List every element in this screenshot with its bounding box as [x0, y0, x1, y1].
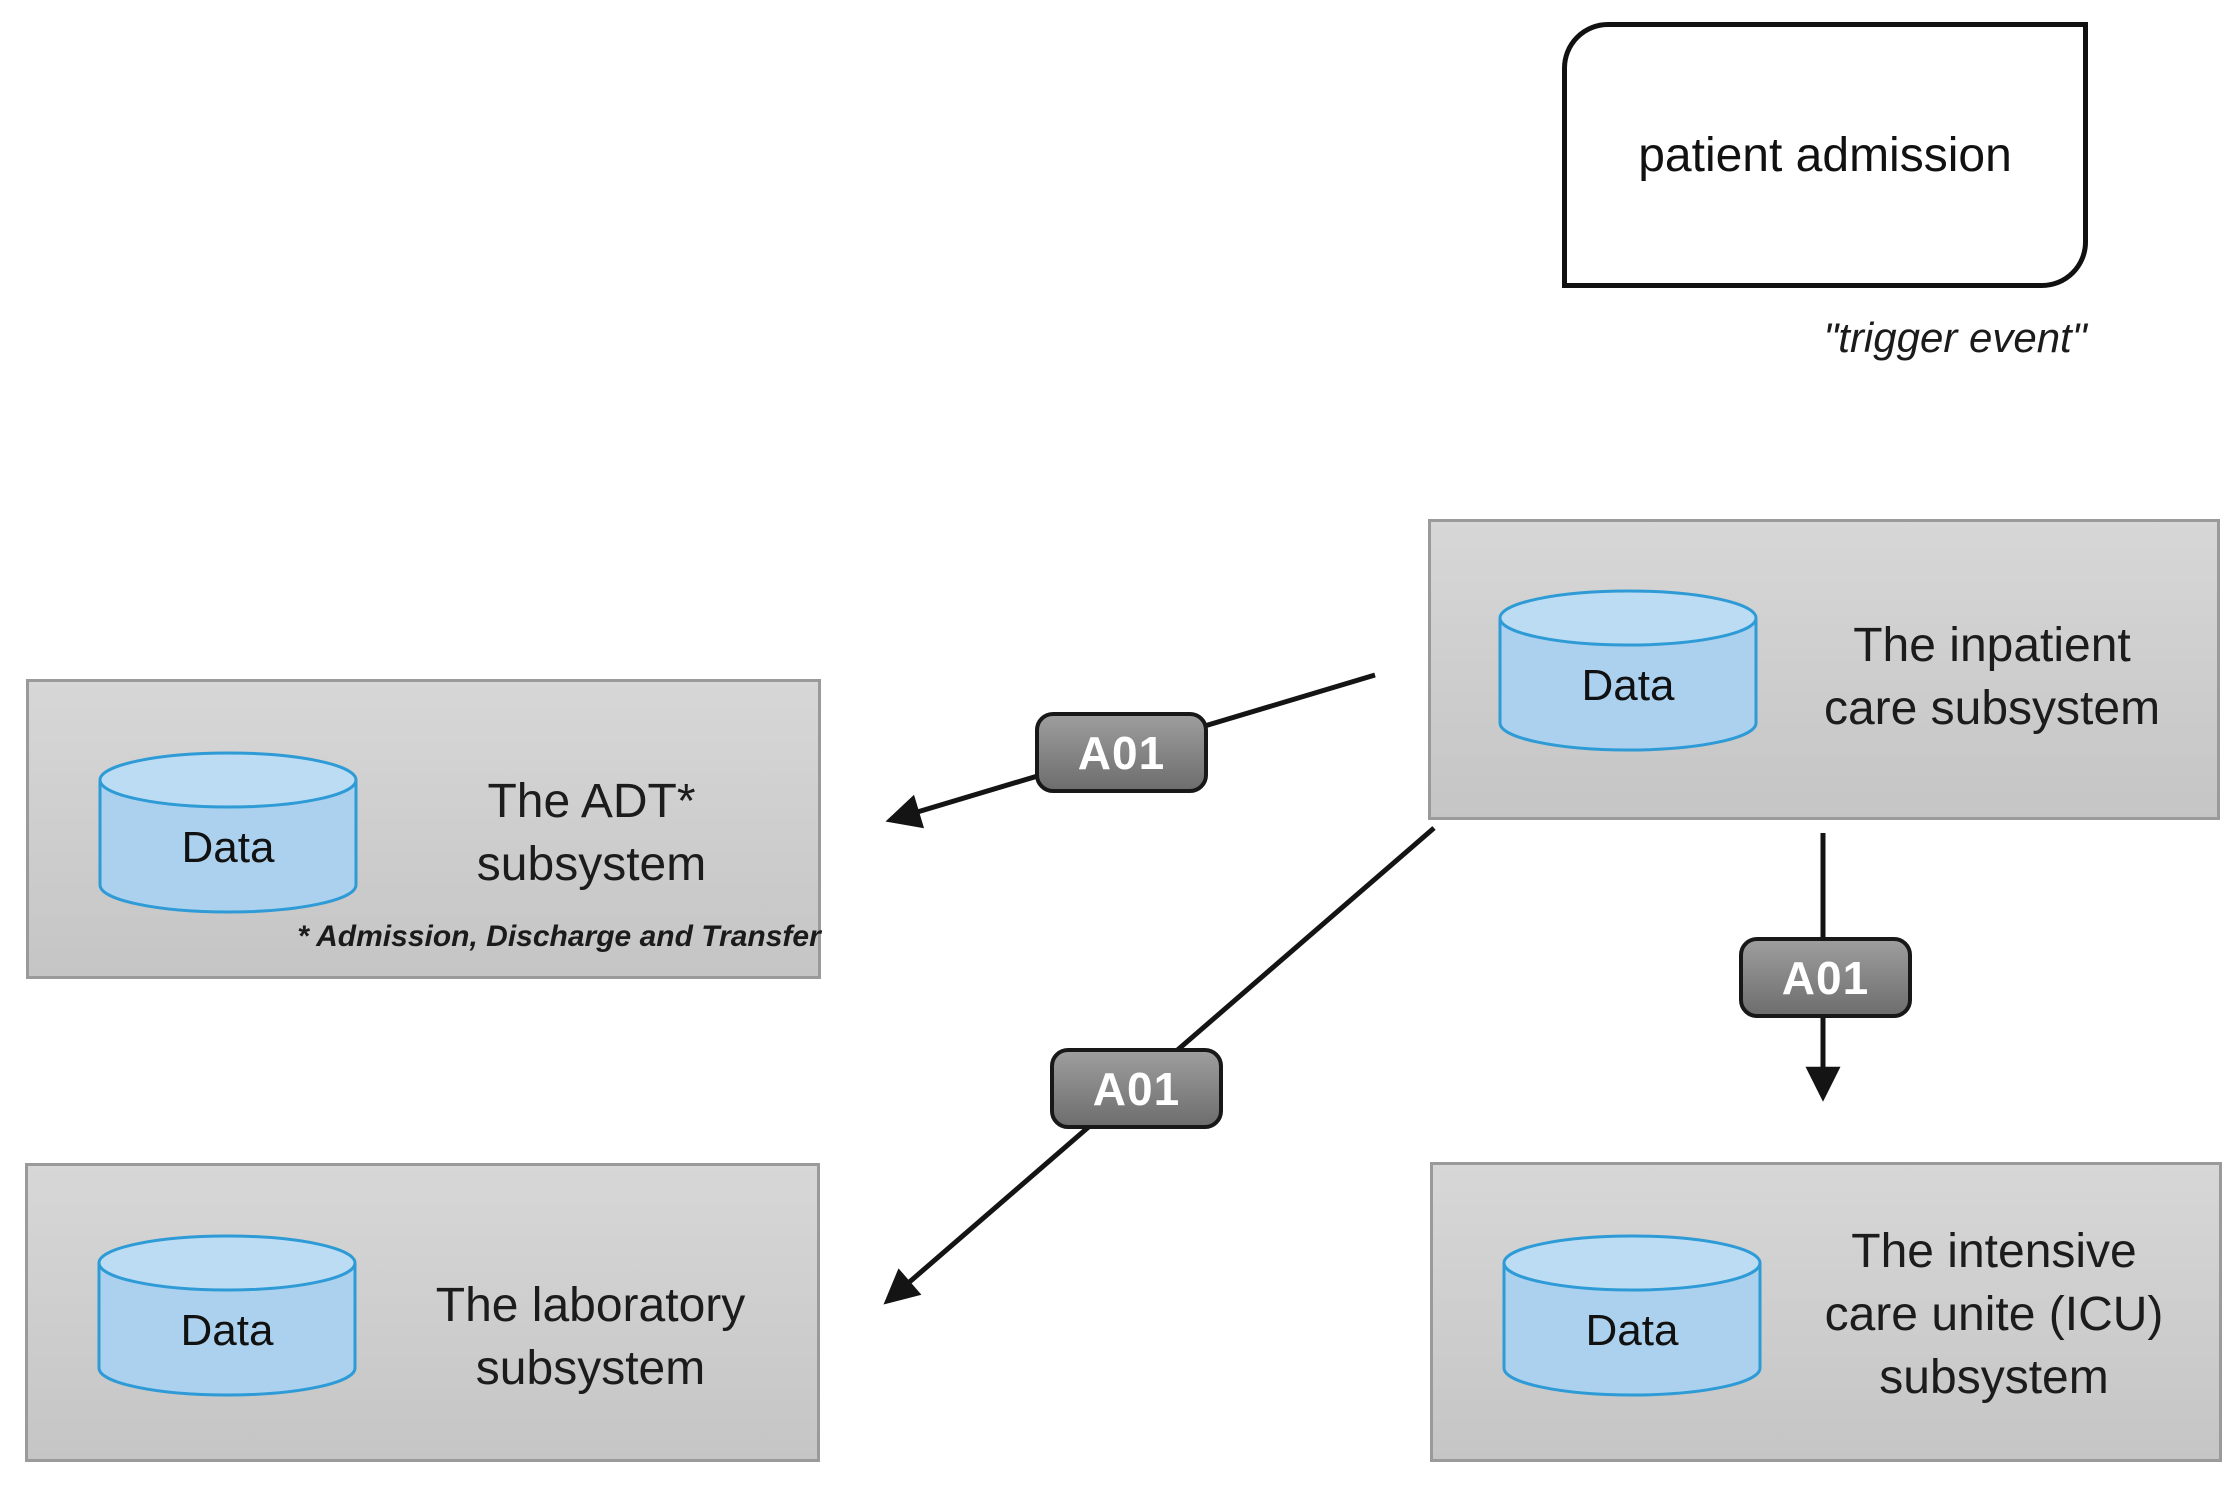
message-badge-a01-icu: A01: [1739, 937, 1912, 1018]
database-icon: Data: [95, 750, 361, 915]
adt-footnote: * Admission, Discharge and Transfer: [297, 920, 821, 953]
trigger-event-caption: "trigger event": [1823, 314, 2087, 361]
subsystem-title-laboratory: The laboratory subsystem: [358, 1274, 823, 1400]
title-line: The inpatient: [1853, 619, 2131, 672]
title-line: The intensive: [1851, 1225, 2137, 1278]
data-store-label: Data: [1581, 661, 1675, 710]
title-line: subsystem: [475, 1342, 706, 1395]
subsystem-card-adt: The ADT* subsystem * Admission, Discharg…: [26, 679, 821, 979]
title-line: care subsystem: [1823, 682, 2161, 735]
subsystem-card-icu: The intensive care unite (ICU) subsystem…: [1430, 1162, 2222, 1462]
data-store-label: Data: [1585, 1306, 1679, 1355]
trigger-event-label: patient admission: [1638, 128, 2012, 182]
subsystem-card-laboratory: The laboratory subsystem Data: [25, 1163, 820, 1462]
title-line: The ADT*: [487, 775, 696, 828]
subsystem-title-icu: The intensive care unite (ICU) subsystem: [1763, 1220, 2225, 1409]
trigger-event-node: patient admission: [1562, 22, 2088, 288]
subsystem-title-adt: The ADT* subsystem: [359, 770, 824, 896]
data-store-label: Data: [180, 1306, 274, 1355]
database-icon: Data: [94, 1233, 360, 1398]
message-badge-a01-adt: A01: [1035, 712, 1208, 793]
subsystem-title-inpatient: The inpatient care subsystem: [1761, 614, 2223, 740]
message-badge-a01-laboratory: A01: [1050, 1048, 1223, 1129]
title-line: care unite (ICU): [1824, 1288, 2164, 1341]
data-store-label: Data: [181, 823, 275, 872]
title-line: subsystem: [1879, 1351, 2109, 1404]
title-line: subsystem: [476, 838, 707, 891]
title-line: The laboratory: [435, 1279, 746, 1332]
subsystem-card-inpatient: The inpatient care subsystem Data: [1428, 519, 2220, 820]
database-icon: Data: [1495, 588, 1761, 753]
database-icon: Data: [1499, 1233, 1765, 1398]
